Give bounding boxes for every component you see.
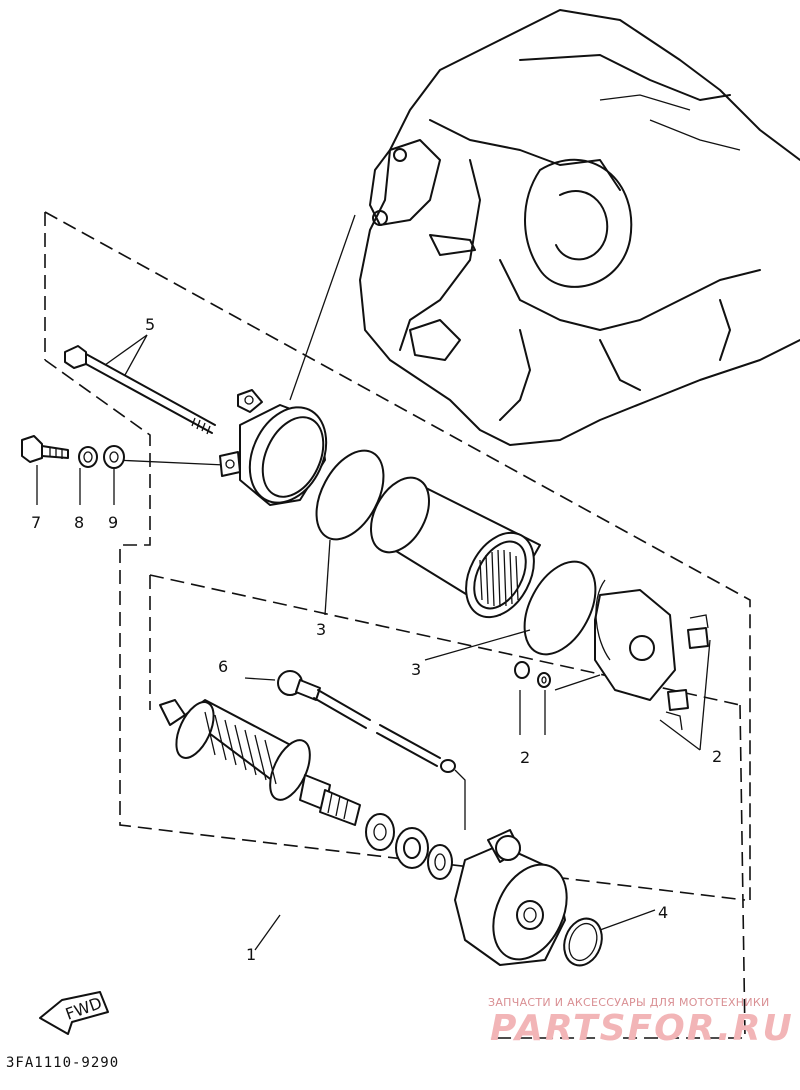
starter-rear-cover: [454, 829, 568, 966]
callout-6: 6: [218, 657, 228, 676]
callout-labels: 1 2 2 3 3 4 5 6 7 8 9: [31, 315, 722, 964]
bolt-and-washer-2: [514, 661, 551, 688]
assembly-boundary-upper: [44, 211, 751, 901]
callout-3-lower: 3: [411, 660, 421, 679]
long-bolt-5: [64, 345, 216, 435]
callout-3-upper: 3: [316, 620, 326, 639]
o-ring-3-lower: [523, 560, 597, 656]
leader-lines: [36, 214, 711, 951]
callout-4: 4: [658, 903, 668, 922]
callout-2-right: 2: [712, 747, 722, 766]
drawing-code: 3FA1110-9290: [6, 1055, 120, 1071]
starter-yoke: [370, 476, 541, 619]
callout-7: 7: [31, 513, 41, 532]
fwd-arrow-icon: FWD: [39, 991, 109, 1035]
washer-9: [103, 445, 125, 469]
crankcase-outline: [359, 9, 800, 446]
o-ring-4: [563, 917, 603, 967]
callout-1: 1: [246, 945, 256, 964]
starter-front-cover: [219, 389, 328, 506]
callout-9: 9: [108, 513, 118, 532]
assembly-boundary-lower: [149, 574, 746, 1039]
watermark-tagline: ЗАПЧАСТИ И АКСЕССУАРЫ ДЛЯ МОТОТЕХНИКИ: [488, 996, 770, 1009]
shaft-bearing: [395, 827, 429, 869]
oil-seal: [427, 844, 453, 880]
callout-2-left: 2: [520, 748, 530, 767]
watermark-brand-logo: PARTSFOR.RU: [490, 1008, 794, 1049]
shaft-washer: [365, 813, 395, 851]
mounting-bolt-7: [21, 435, 69, 463]
callout-8: 8: [74, 513, 84, 532]
washer-8: [78, 446, 98, 468]
brush-holder: [594, 579, 709, 731]
armature: [159, 699, 361, 826]
through-bolt-6: [277, 670, 456, 773]
callout-5: 5: [145, 315, 155, 334]
